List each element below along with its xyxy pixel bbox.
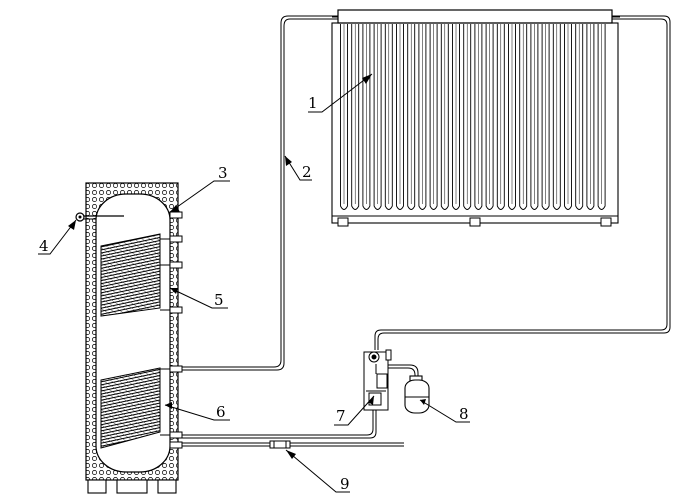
leader-lines	[38, 73, 470, 493]
storage-tank	[75, 182, 183, 494]
vacuum-tube	[362, 24, 371, 210]
vacuum-tube	[564, 24, 572, 210]
vacuum-tube	[452, 24, 460, 210]
lower-heat-exchanger-coil	[100, 367, 161, 449]
vacuum-tube	[485, 24, 494, 210]
vacuum-tube	[396, 24, 404, 210]
vacuum-tube	[519, 24, 528, 210]
vacuum-tube	[586, 24, 595, 210]
vacuum-tube	[530, 24, 539, 210]
vacuum-tube	[463, 24, 472, 210]
vacuum-tube	[541, 24, 550, 210]
vacuum-tube	[384, 24, 393, 210]
solar-collector	[331, 9, 620, 227]
label-pump-station: 7	[336, 407, 346, 425]
pipe-network	[180, 15, 671, 447]
vacuum-tube	[340, 24, 348, 210]
drain-valve	[269, 440, 291, 449]
vacuum-tube	[429, 24, 438, 210]
vacuum-tube	[575, 24, 584, 210]
label-pipe: 2	[302, 163, 312, 181]
pump-station	[363, 349, 392, 411]
label-upper-coil: 5	[214, 291, 224, 309]
vacuum-tube	[373, 24, 382, 210]
vacuum-tube	[552, 24, 561, 210]
vacuum-tube	[351, 24, 360, 210]
label-valve: 9	[340, 475, 350, 493]
vacuum-tube	[508, 24, 516, 210]
label-collector: 1	[308, 94, 318, 112]
collector-header	[337, 9, 613, 24]
vacuum-tube	[496, 24, 505, 210]
label-expansion-vessel: 8	[459, 405, 469, 423]
vacuum-tube	[597, 24, 606, 210]
part-number-labels: 1 2 3 4 5 6 7 8 9	[39, 94, 469, 493]
vacuum-tube	[440, 24, 449, 210]
upper-heat-exchanger-coil	[100, 233, 161, 317]
vacuum-tube	[474, 24, 483, 210]
vacuum-tube	[407, 24, 416, 210]
leader-arrows	[68, 74, 426, 459]
vacuum-tubes	[340, 24, 606, 210]
expansion-vessel	[404, 375, 430, 414]
label-sensor: 4	[39, 237, 49, 255]
vacuum-tube	[418, 24, 427, 210]
label-lower-coil: 6	[216, 403, 226, 421]
temperature-sensor	[75, 212, 124, 222]
label-tank: 3	[218, 164, 228, 182]
